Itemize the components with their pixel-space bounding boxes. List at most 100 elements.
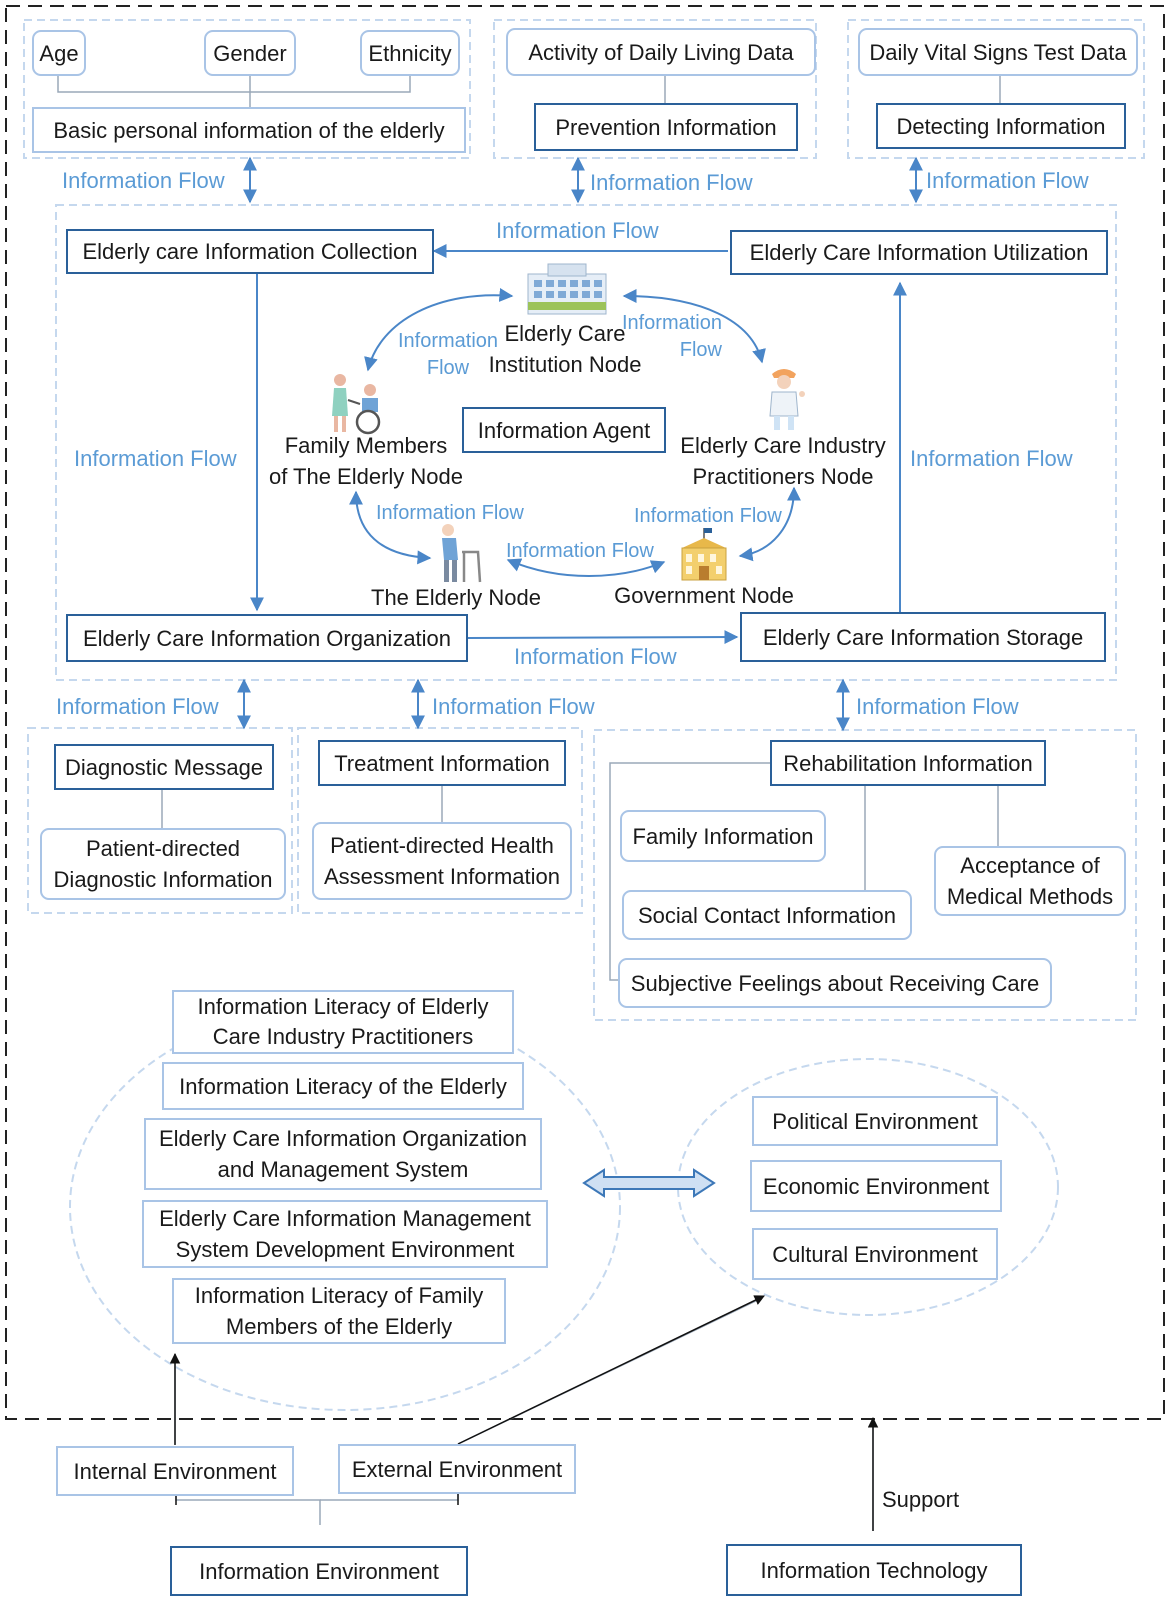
practitioners-node-label: Elderly Care Industry Practitioners Node <box>670 430 896 492</box>
internal-item-line2: and Management System <box>217 1157 469 1182</box>
elderly-walker-icon <box>442 524 482 583</box>
internal-item-practitioners: Information Literacy of Elderly Care Ind… <box>172 990 514 1054</box>
government-node-label: Government Node <box>614 583 794 608</box>
detecting-label: Detecting Information <box>896 113 1106 139</box>
internal-item-line1: Elderly Care Information Organization <box>158 1126 528 1151</box>
flow-split-line1: Information <box>621 312 722 334</box>
prevention-box: Prevention Information <box>534 103 798 151</box>
treatment-info-box: Treatment Information <box>318 740 566 786</box>
flow-split-line2: Flow <box>679 339 722 361</box>
flow-label-diagnostic: Information Flow <box>56 694 219 719</box>
flow-split-line1: Information <box>397 330 499 352</box>
gender-box: Gender <box>204 30 296 76</box>
utilization-label: Elderly Care Information Utilization <box>749 240 1089 265</box>
patient-health-line2: Assessment Information <box>324 864 560 889</box>
internal-item-elderly: Information Literacy of the Elderly <box>162 1062 524 1110</box>
flow-label-organization-to-storage: Information Flow <box>514 644 677 669</box>
institution-node-line2: Institution Node <box>488 352 642 377</box>
economic-environment-label: Economic Environment <box>762 1173 990 1199</box>
patient-diagnostic-line1: Patient-directed <box>85 836 241 861</box>
organization-box: Elderly Care Information Organization <box>66 614 468 662</box>
flow-label-elderly-government: Information Flow <box>506 540 654 562</box>
flow-arrows <box>237 156 923 732</box>
institution-node-line1: Elderly Care <box>504 321 626 346</box>
environment-double-arrow <box>582 1168 716 1198</box>
ethnicity-label: Ethnicity <box>368 40 452 66</box>
flow-label-top-left: Information Flow <box>62 168 225 193</box>
internal-item-line1: Information Literacy of Elderly <box>197 994 489 1019</box>
ethnicity-box: Ethnicity <box>360 30 460 76</box>
internal-item-line2: Care Industry Practitioners <box>212 1024 474 1049</box>
rehabilitation-label: Rehabilitation Information <box>783 750 1033 776</box>
rehabilitation-box: Rehabilitation Information <box>770 740 1046 786</box>
diagnostic-message-label: Diagnostic Message <box>64 754 264 780</box>
information-agent-box: Information Agent <box>462 407 666 453</box>
vital-signs-label: Daily Vital Signs Test Data <box>869 39 1127 65</box>
prevention-label: Prevention Information <box>555 114 777 140</box>
internal-item-line2: System Development Environment <box>175 1237 515 1262</box>
flow-label-rehabilitation: Information Flow <box>856 694 1019 719</box>
political-environment-label: Political Environment <box>772 1108 978 1134</box>
collection-label: Elderly care Information Collection <box>82 239 418 264</box>
patient-health-line1: Patient-directed Health <box>330 833 554 858</box>
economic-environment-box: Economic Environment <box>750 1160 1002 1212</box>
flow-label-practitioners-government: Information Flow <box>634 505 782 527</box>
internal-environment-label: Internal Environment <box>73 1458 277 1484</box>
family-info-box: Family Information <box>620 810 826 862</box>
storage-label: Elderly Care Information Storage <box>762 624 1084 650</box>
flow-split-institution-family: Information Flow <box>392 328 504 382</box>
political-environment-box: Political Environment <box>752 1096 998 1146</box>
age-box: Age <box>32 30 86 76</box>
internal-item-line1: Information Literacy of the Elderly <box>179 1073 507 1099</box>
flow-label-top-right: Information Flow <box>926 168 1089 193</box>
external-environment-label: External Environment <box>351 1456 563 1482</box>
adl-box: Activity of Daily Living Data <box>506 28 816 76</box>
practitioners-node-line1: Elderly Care Industry <box>680 433 886 458</box>
basic-info-box: Basic personal information of the elderl… <box>32 107 466 153</box>
detecting-box: Detecting Information <box>876 103 1126 149</box>
family-node-line1: Family Members <box>284 433 448 458</box>
flow-label-right-vertical: Information Flow <box>910 446 1073 471</box>
family-node-label: Family Members of The Elderly Node <box>256 430 476 492</box>
internal-item-family: Information Literacy of Family Members o… <box>172 1278 506 1344</box>
subjective-feelings-box: Subjective Feelings about Receiving Care <box>618 958 1052 1008</box>
family-wheelchair-icon <box>332 374 381 435</box>
age-label: Age <box>39 40 79 66</box>
patient-diagnostic-line2: Diagnostic Information <box>53 867 273 892</box>
external-environment-box: External Environment <box>338 1444 576 1494</box>
institution-node-label: Elderly Care Institution Node <box>470 318 660 380</box>
support-label: Support <box>882 1487 960 1512</box>
practitioners-node-line2: Practitioners Node <box>692 464 874 489</box>
treatment-info-label: Treatment Information <box>334 750 550 776</box>
internal-item-development: Elderly Care Information Management Syst… <box>142 1200 548 1268</box>
organization-label: Elderly Care Information Organization <box>82 625 452 651</box>
outer-frame <box>5 5 1165 1420</box>
cultural-environment-box: Cultural Environment <box>752 1228 998 1280</box>
subjective-feelings-label: Subjective Feelings about Receiving Care <box>630 970 1040 996</box>
collection-box: Elderly care Information Collection <box>66 229 434 274</box>
family-info-label: Family Information <box>632 823 814 849</box>
internal-item-organization: Elderly Care Information Organization an… <box>144 1118 542 1190</box>
vital-signs-box: Daily Vital Signs Test Data <box>858 28 1138 76</box>
government-building-icon <box>681 528 727 581</box>
information-agent-label: Information Agent <box>477 417 651 443</box>
flow-split-line2: Flow <box>426 357 470 379</box>
information-technology-box: Information Technology <box>726 1544 1022 1596</box>
internal-environment-box: Internal Environment <box>56 1446 294 1496</box>
storage-box: Elderly Care Information Storage <box>740 612 1106 662</box>
internal-item-line1: Information Literacy of Family <box>194 1283 484 1308</box>
basic-info-label: Basic personal information of the elderl… <box>53 117 445 143</box>
flow-label-family-elderly: Information Flow <box>376 502 524 524</box>
information-environment-label: Information Environment <box>199 1558 439 1584</box>
information-environment-box: Information Environment <box>170 1546 468 1596</box>
institution-building-icon <box>527 263 607 315</box>
acceptance-line1: Acceptance of <box>960 853 1100 878</box>
elderly-node-label: The Elderly Node <box>371 585 541 610</box>
practitioner-nurse-icon <box>769 369 805 430</box>
flow-label-utilization-to-collection: Information Flow <box>496 218 659 243</box>
social-contact-box: Social Contact Information <box>622 890 912 940</box>
acceptance-line2: Medical Methods <box>946 884 1114 909</box>
flow-split-institution-practitioners: Information Flow <box>610 310 722 364</box>
gender-label: Gender <box>213 40 287 66</box>
cultural-environment-label: Cultural Environment <box>772 1241 978 1267</box>
